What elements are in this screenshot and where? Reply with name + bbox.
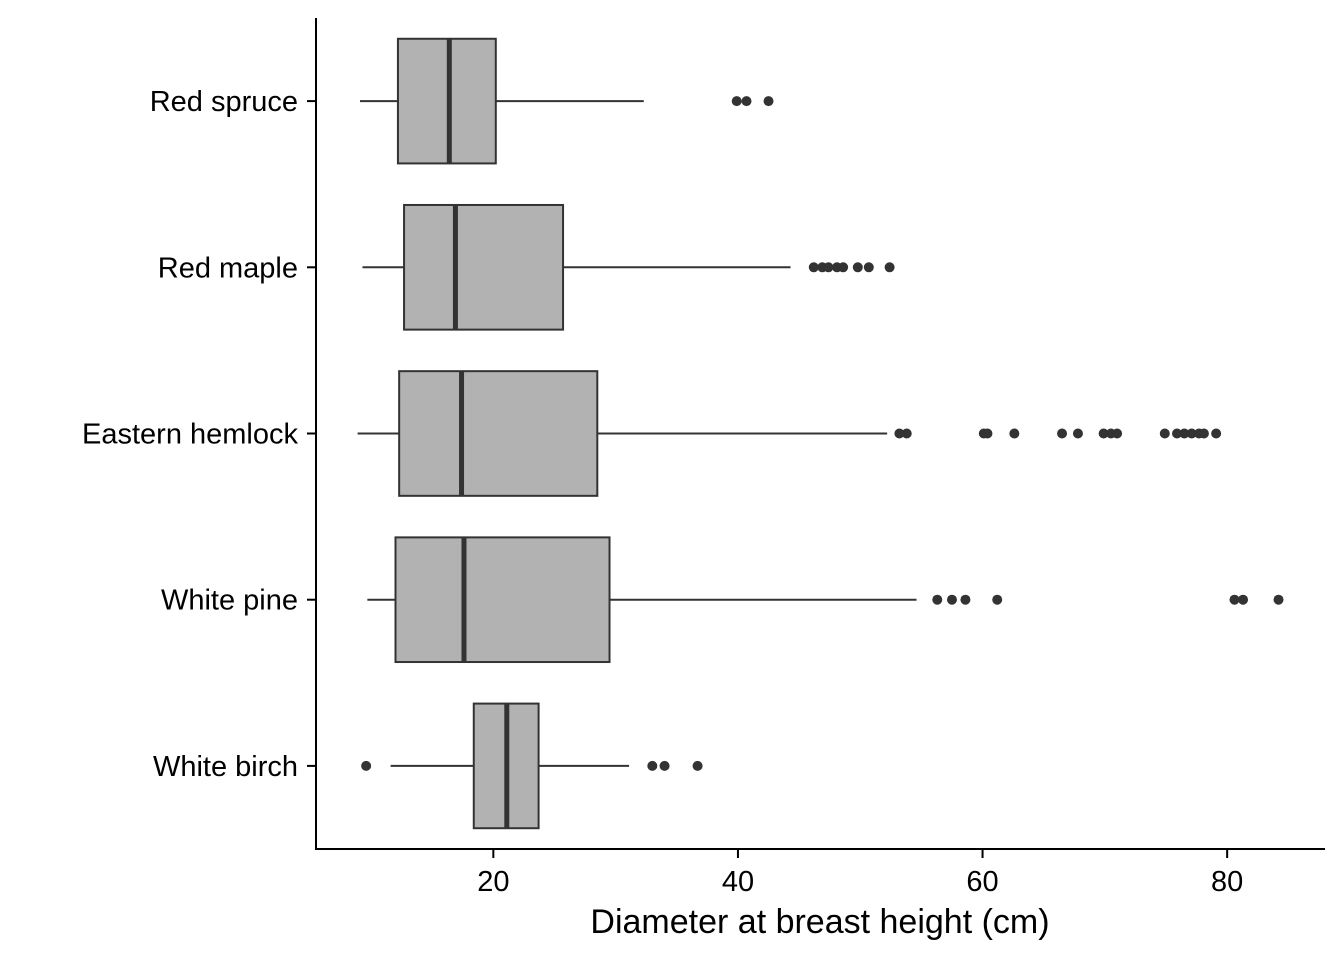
y-tick-label-red-spruce: Red spruce	[150, 86, 298, 118]
outlier-point	[741, 96, 752, 107]
outlier-point	[1186, 428, 1197, 439]
box-group-white-pine	[367, 536, 1284, 664]
x-axis-title: Diameter at breast height (cm)	[590, 903, 1049, 941]
x-tick-label-60: 60	[966, 866, 998, 898]
outlier-point	[1057, 428, 1068, 439]
outlier-point	[1098, 428, 1109, 439]
outlier-point	[763, 96, 774, 107]
x-axis-ticks: 20 40 60 80	[477, 849, 1243, 898]
x-tick-label-20: 20	[477, 866, 509, 898]
outlier-point	[863, 262, 874, 273]
outlier-point	[992, 594, 1003, 605]
box-iqr	[403, 203, 565, 331]
outlier-point	[901, 428, 912, 439]
y-tick-label-white-birch: White birch	[153, 751, 298, 783]
outlier-point	[692, 760, 703, 771]
x-tick-label-80: 80	[1211, 866, 1243, 898]
outlier-point	[1172, 428, 1183, 439]
outlier-point	[838, 262, 849, 273]
box-iqr	[398, 370, 599, 497]
box-group-red-maple	[362, 203, 895, 331]
outlier-point	[731, 96, 742, 107]
outlier-point	[808, 262, 819, 273]
box-group-red-spruce	[360, 37, 774, 165]
outlier-point	[659, 760, 670, 771]
outlier-point	[1112, 428, 1123, 439]
outlier-point	[1211, 428, 1222, 439]
box-group-white-birch	[361, 702, 703, 830]
y-tick-label-eastern-hemlock: Eastern hemlock	[82, 419, 298, 451]
outlier-point	[1072, 428, 1083, 439]
outlier-point	[823, 262, 834, 273]
outlier-point	[960, 594, 971, 605]
outlier-point	[884, 262, 895, 273]
outlier-point	[647, 760, 658, 771]
outlier-point	[946, 594, 957, 605]
box-layer	[357, 37, 1284, 830]
outlier-point	[982, 428, 993, 439]
outlier-point	[932, 594, 943, 605]
outlier-point	[1198, 428, 1209, 439]
outlier-point	[1179, 428, 1190, 439]
outlier-point	[1159, 428, 1170, 439]
outlier-point	[894, 428, 905, 439]
box-group-eastern-hemlock	[357, 370, 1222, 497]
x-tick-label-40: 40	[722, 866, 754, 898]
outlier-point	[1238, 594, 1249, 605]
outlier-point	[1229, 594, 1240, 605]
outlier-point	[1273, 594, 1284, 605]
y-tick-label-white-pine: White pine	[161, 585, 298, 617]
outlier-point	[361, 760, 372, 771]
outlier-point	[852, 262, 863, 273]
outlier-point	[1009, 428, 1020, 439]
box-iqr	[394, 536, 611, 664]
y-tick-label-red-maple: Red maple	[158, 252, 298, 284]
